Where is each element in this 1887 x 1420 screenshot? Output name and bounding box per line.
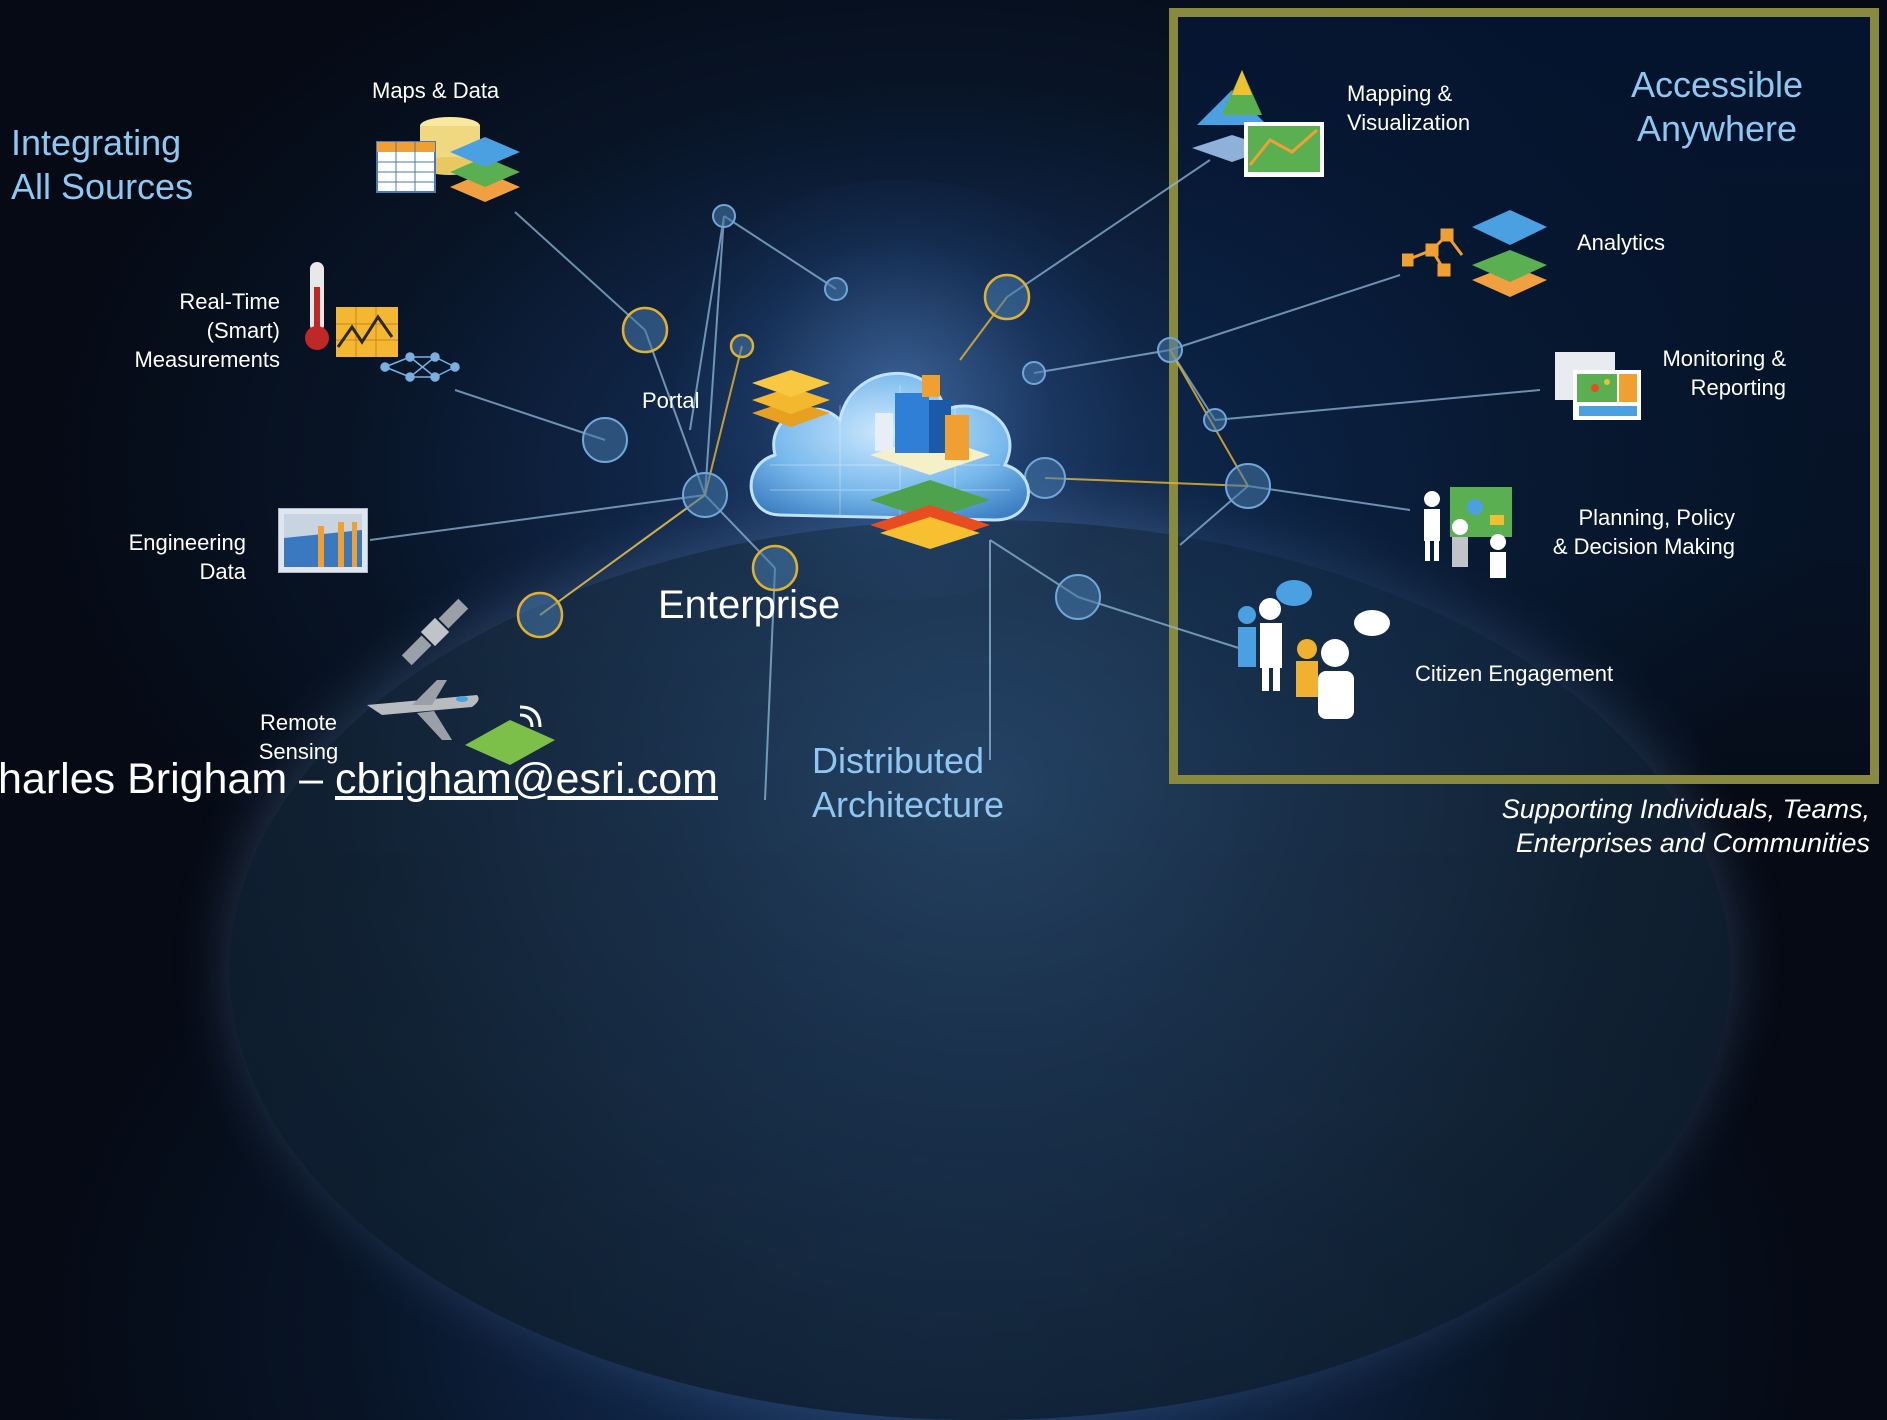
enterprise-label: Enterprise (658, 583, 841, 627)
link-engineering (369, 494, 706, 541)
network-node (582, 417, 628, 463)
planning-decision-label: Planning, Policy & Decision Making (1552, 505, 1735, 559)
network-node (682, 472, 728, 518)
integrating-all-sources-heading: Integrating All Sources (11, 122, 194, 207)
network-node (1022, 361, 1046, 385)
citizen-engagement-icon (1238, 580, 1390, 719)
portal-layers-icon (752, 370, 830, 427)
network-node (1157, 337, 1183, 363)
citizen-engagement-label: Citizen Engagement (1415, 661, 1614, 686)
network-node (824, 277, 848, 301)
remote-sensing-map-icon (465, 705, 555, 765)
portal-label: Portal (642, 388, 700, 413)
maps-data-icon (376, 117, 520, 202)
contact-name: harles Brigham – (0, 755, 335, 803)
realtime-measurements-label: Real-Time (Smart) Measurements (134, 289, 280, 372)
enterprise-cloud-icon (749, 372, 1030, 549)
mapping-visualization-label: Mapping & Visualization (1347, 81, 1471, 135)
network-diagram (369, 159, 1541, 801)
link-analytics (1169, 274, 1401, 351)
network-node-gold (729, 333, 755, 359)
monitoring-reporting-label: Monitoring & Reporting (1662, 346, 1786, 400)
engineering-data-label: Engineering Data (128, 530, 246, 584)
network-node (1203, 408, 1227, 432)
link-realtime (454, 389, 606, 441)
contact-line: harles Brigham – cbrigham@esri.com (0, 753, 718, 805)
analytics-label: Analytics (1577, 230, 1666, 255)
accessible-anywhere-heading: Accessible Anywhere (1630, 64, 1804, 149)
network-node (1055, 574, 1101, 620)
realtime-sensor-icon (305, 262, 460, 382)
link-citizen (1077, 596, 1246, 651)
planning-decision-icon (1424, 487, 1512, 578)
mapping-visualization-icon (1192, 70, 1324, 177)
airplane-icon (367, 680, 479, 740)
remote-sensing-label: Remote Sensing (258, 710, 339, 764)
link-maps (514, 211, 646, 331)
supporting-caption: Supporting Individuals, Teams, Enterpris… (1501, 794, 1870, 858)
network-node-gold (983, 273, 1031, 321)
monitoring-reporting-icon (1555, 352, 1641, 420)
link-monitoring (1214, 389, 1541, 421)
contact-email-link[interactable]: cbrigham@esri.com (335, 755, 718, 803)
network-node (1225, 463, 1271, 509)
analytics-icon (1402, 210, 1547, 297)
satellite-icon (401, 598, 469, 666)
network-node-gold (751, 544, 799, 592)
distributed-architecture-heading: Distributed Architecture (812, 740, 1005, 825)
link-mapping (1006, 159, 1211, 298)
maps-data-label: Maps & Data (372, 78, 500, 103)
link-planning (1247, 485, 1411, 511)
engineering-data-icon (278, 508, 368, 573)
network-node-gold (516, 591, 564, 639)
network-node (712, 204, 736, 228)
network-node-gold (621, 306, 669, 354)
